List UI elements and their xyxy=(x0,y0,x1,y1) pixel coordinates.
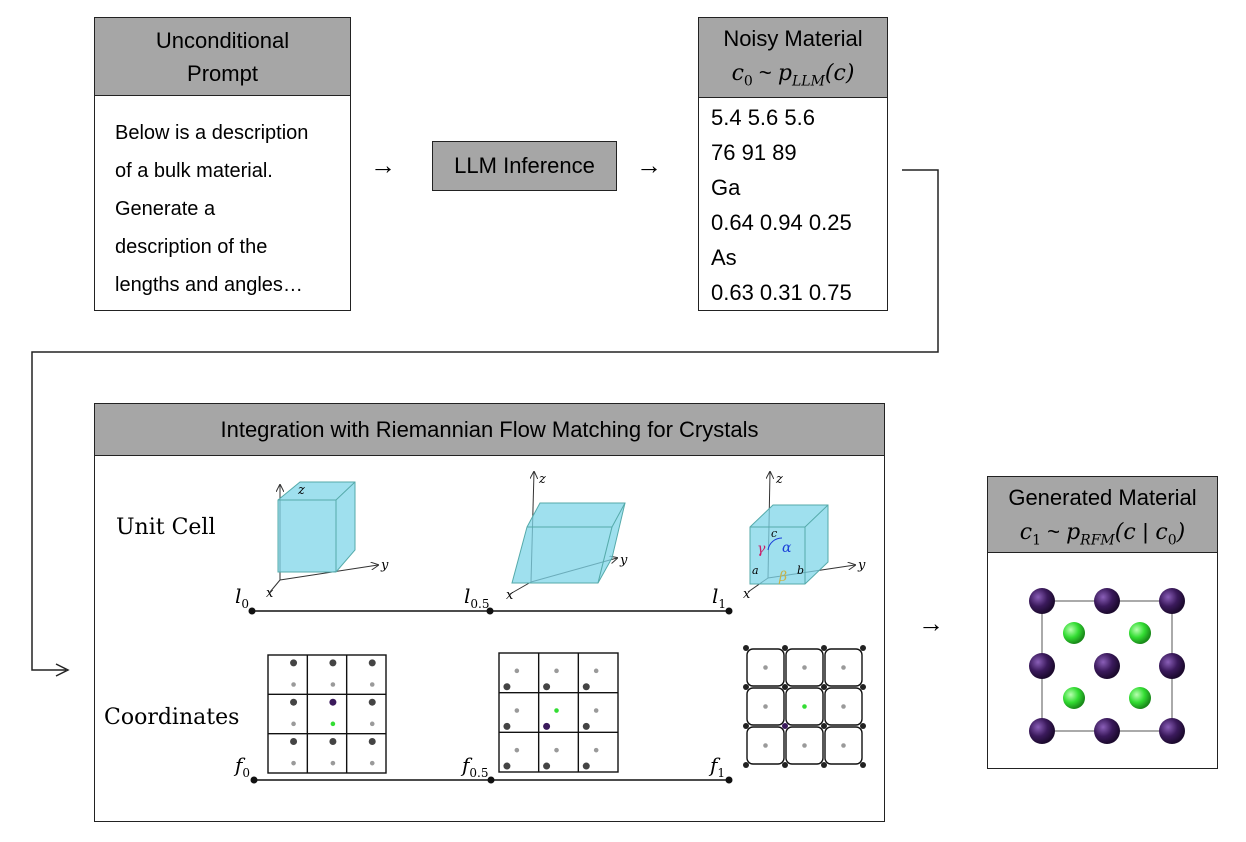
formula-arg: (c) xyxy=(824,61,855,86)
formula-sub: 0 xyxy=(743,73,753,90)
formula-p-sub: LLM xyxy=(791,73,825,90)
generated-formula: c1 ~ pRFM(c | c0) xyxy=(988,514,1217,558)
llm-inference-box: LLM Inference xyxy=(432,141,617,191)
noisy-line: 0.63 0.31 0.75 xyxy=(711,280,852,305)
rfm-panel: Integration with Riemannian Flow Matchin… xyxy=(94,403,885,822)
atom-purple xyxy=(1094,718,1120,744)
rfm-panel-title: Integration with Riemannian Flow Matchin… xyxy=(220,417,759,442)
prompt-line: Generate a xyxy=(115,198,216,220)
atom-purple xyxy=(1029,718,1055,744)
formula-c: c xyxy=(731,61,744,86)
row-label-coordinates: Coordinates xyxy=(104,705,240,730)
generated-title: Generated Material xyxy=(1008,485,1197,510)
connector-arrowhead xyxy=(55,663,70,677)
prompt-title-line2: Prompt xyxy=(187,61,258,86)
atom-green xyxy=(1063,622,1085,644)
noisy-body: 5.4 5.6 5.6 76 91 89 Ga 0.64 0.94 0.25 A… xyxy=(711,100,852,310)
formula-p-sub: RFM xyxy=(1080,532,1115,549)
formula-bar: | xyxy=(1142,519,1149,544)
prompt-line: description of the xyxy=(115,236,268,258)
atom-purple xyxy=(1159,588,1185,614)
prompt-line: lengths and angles… xyxy=(115,274,303,296)
atom-purple xyxy=(1094,653,1120,679)
noisy-line: As xyxy=(711,245,737,270)
row-label-unit-cell: Unit Cell xyxy=(116,515,216,540)
atom-purple xyxy=(1029,588,1055,614)
formula-sub: 1 xyxy=(1032,532,1041,549)
arrow-llm-to-noisy: → xyxy=(636,150,662,180)
llm-inference-label: LLM Inference xyxy=(454,153,595,178)
atom-green xyxy=(1129,687,1151,709)
noisy-material-box: Noisy Material c0 ~ pLLM(c) 5.4 5.6 5.6 … xyxy=(698,17,888,311)
formula-p: p xyxy=(777,61,792,86)
formula-close: ) xyxy=(1176,520,1186,545)
arrow-rfm-to-generated: → xyxy=(918,608,944,638)
noisy-line: 5.4 5.6 5.6 xyxy=(711,105,815,130)
formula-paren: (c xyxy=(1114,520,1143,545)
atom-purple xyxy=(1094,588,1120,614)
atom-green xyxy=(1129,622,1151,644)
arrow-prompt-to-llm: → xyxy=(370,150,396,180)
noisy-formula: c0 ~ pLLM(c) xyxy=(699,55,887,99)
noisy-title: Noisy Material xyxy=(723,26,863,51)
prompt-body: Below is a description of a bulk materia… xyxy=(115,114,340,304)
noisy-box-header: Noisy Material c0 ~ pLLM(c) xyxy=(699,18,887,98)
atom-green xyxy=(1063,687,1085,709)
generated-box-header: Generated Material c1 ~ pRFM(c | c0) xyxy=(988,477,1217,553)
atom-purple xyxy=(1029,653,1055,679)
formula-c0: c xyxy=(1148,520,1168,545)
atom-purple xyxy=(1159,653,1185,679)
prompt-line: Below is a description xyxy=(115,122,309,144)
formula-tilde: ~ xyxy=(1041,519,1067,544)
prompt-box-header: Unconditional Prompt xyxy=(95,18,350,96)
crystal-render xyxy=(1029,588,1185,744)
rfm-panel-header: Integration with Riemannian Flow Matchin… xyxy=(95,404,884,456)
formula-tilde: ~ xyxy=(752,60,778,85)
noisy-line: 0.64 0.94 0.25 xyxy=(711,210,852,235)
prompt-line: of a bulk material. xyxy=(115,160,273,182)
prompt-title-line1: Unconditional xyxy=(155,28,290,53)
atom-purple xyxy=(1159,718,1185,744)
formula-c0-sub: 0 xyxy=(1167,532,1177,549)
prompt-box: Unconditional Prompt Below is a descript… xyxy=(94,17,351,311)
noisy-line: Ga xyxy=(711,175,741,200)
formula-c: c xyxy=(1019,520,1033,545)
generated-material-box: Generated Material c1 ~ pRFM(c | c0) xyxy=(987,476,1218,769)
noisy-line: 76 91 89 xyxy=(711,140,797,165)
formula-p: p xyxy=(1066,520,1081,545)
